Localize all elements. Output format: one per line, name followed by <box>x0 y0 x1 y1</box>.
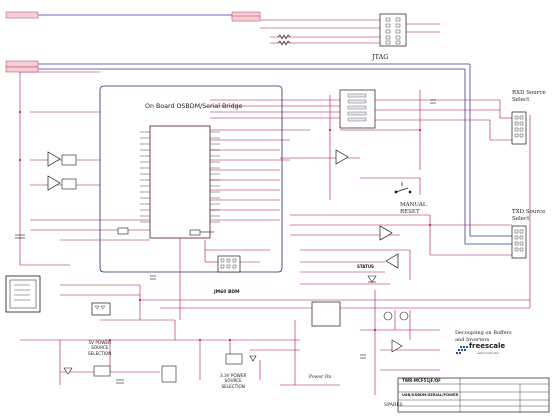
decoupling-title: Decoupling on Buffers and Inverters <box>455 330 512 343</box>
decoupling-caps <box>15 99 436 359</box>
power-components <box>63 353 257 384</box>
status-led <box>367 275 377 283</box>
transistors <box>383 311 409 353</box>
buffer-chip-left <box>61 154 77 190</box>
esd-chip <box>91 302 111 316</box>
jtag-connector <box>379 13 407 47</box>
spares-title: SPARES <box>384 403 403 408</box>
crystal <box>117 227 214 236</box>
jtag-resistors <box>277 34 291 46</box>
jtag-title: JTAG <box>372 53 389 61</box>
usb-connector <box>5 275 41 313</box>
freescale-logo: freescale <box>469 342 506 350</box>
jm60-bdm-title: JM60 BDM <box>214 290 240 295</box>
freescale-logo-mark <box>456 346 468 354</box>
txd-title: TXD Source Select <box>512 209 546 223</box>
mux-chip <box>339 89 376 129</box>
bridge-title: On Board OSBDM/Serial Bridge <box>145 103 243 110</box>
reset-switch <box>394 182 412 194</box>
manual-reset-title: MANUAL RESET <box>400 202 427 216</box>
signal-wires <box>19 19 531 395</box>
mcu-chip <box>149 125 211 239</box>
mcu-pins <box>140 131 220 223</box>
bridge-module-outline <box>99 85 283 273</box>
title-block <box>397 377 550 413</box>
buffer-gates-mid <box>335 149 423 393</box>
power-5v-title: 5V POWER SOURCE SELECTION <box>88 340 112 356</box>
bdm-connector <box>217 255 241 273</box>
power-3v-title: 3.3V POWER SOURCE SELECTION <box>220 373 247 389</box>
freescale-subtitle: semiconductor <box>477 351 500 355</box>
buffer-gates-left <box>47 151 61 191</box>
rxd-connector <box>511 111 527 145</box>
txd-connector <box>511 225 527 259</box>
spare-chip <box>311 301 341 327</box>
title-block-sheet: USB/OSBDM/SERIAL/POWER <box>402 393 459 397</box>
status-title: STATUS <box>357 264 374 269</box>
net-flags <box>5 11 261 73</box>
title-block-title: TWR-MCF51JF/QF <box>402 378 441 383</box>
rxd-title: RXD Source Select <box>512 90 546 104</box>
junction-dots <box>19 111 431 341</box>
power-on-title: Power On <box>309 375 332 380</box>
bus-lines <box>38 14 520 245</box>
